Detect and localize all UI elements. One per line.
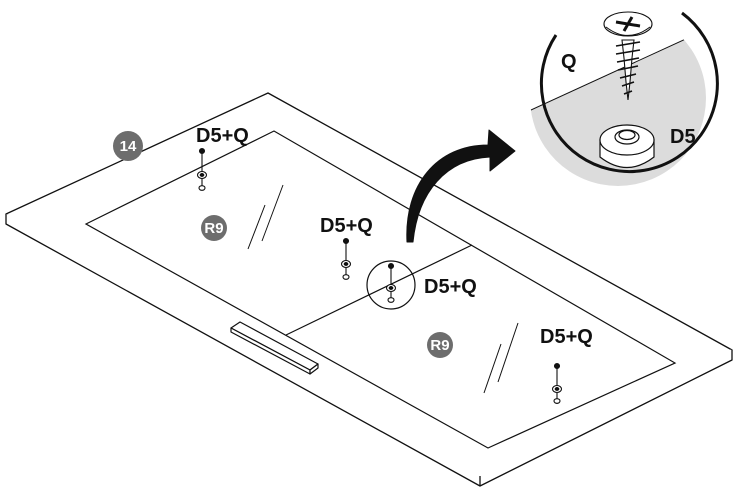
fastener-label-3: D5+Q <box>424 276 477 298</box>
panel-badge-1: R9 <box>201 215 227 241</box>
fastener-label-2: D5+Q <box>320 215 373 237</box>
detail-label-q: Q <box>561 51 577 73</box>
fastener-label-4: D5+Q <box>540 326 593 348</box>
panel-badge-2: R9 <box>427 332 453 358</box>
detail-bubble <box>530 10 706 186</box>
detail-label-d5: D5 <box>670 126 696 148</box>
panel-badge-1-text: R9 <box>204 220 223 237</box>
fastener-1 <box>196 147 208 191</box>
highlight-circle <box>366 260 416 310</box>
inner-recess <box>84 130 677 449</box>
fastener-3 <box>385 262 397 303</box>
curved-arrow <box>406 129 516 243</box>
fastener-4 <box>551 362 563 404</box>
dowel-d5 <box>599 124 655 169</box>
step-badge-text: 14 <box>120 138 137 155</box>
panel-badge-2-text: R9 <box>430 337 449 354</box>
fastener-2 <box>340 237 352 280</box>
glass-reflection-marks <box>247 184 519 394</box>
detail-bubble-outline <box>539 11 719 173</box>
screw-q <box>603 11 653 101</box>
fastener-label-1: D5+Q <box>196 125 249 147</box>
step-badge: 14 <box>113 131 143 161</box>
handle-bar <box>230 321 319 375</box>
